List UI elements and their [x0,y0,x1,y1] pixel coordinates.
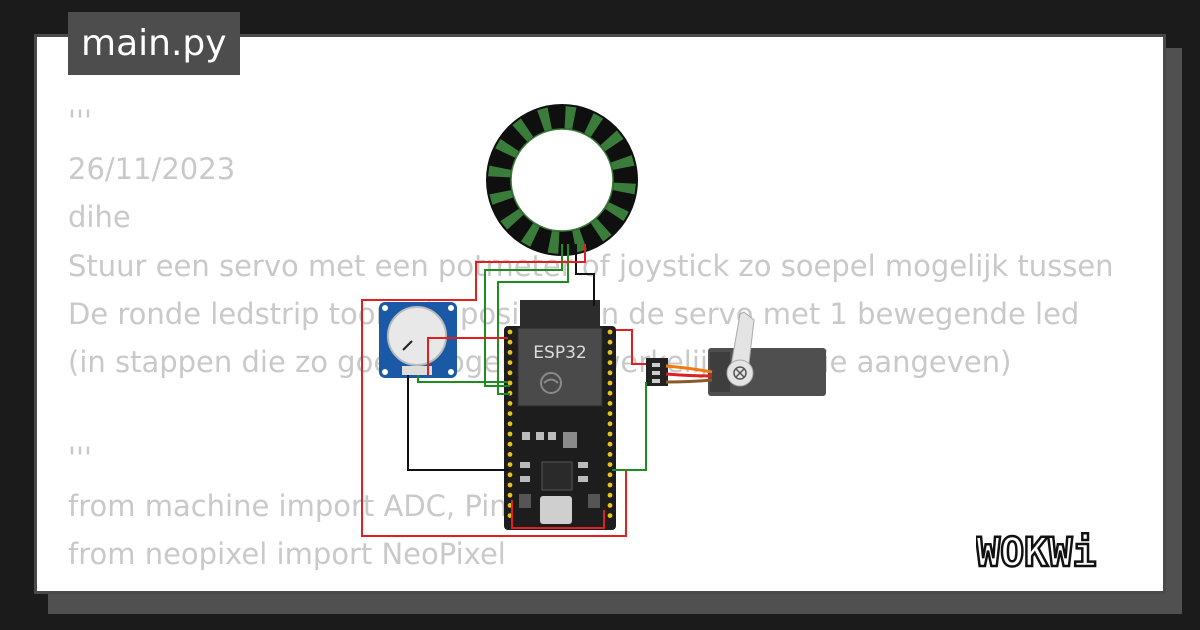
header-pin [507,441,513,447]
led-segment [537,107,552,132]
led-segment [564,106,577,129]
header-pin [607,513,613,518]
led-segment [495,138,519,158]
header-pin [507,339,513,345]
header-pin [607,441,613,447]
led-segment [512,118,534,142]
wires [361,244,713,537]
led-segment [610,155,635,170]
potentiometer[interactable] [379,302,457,378]
code-line: 26/11/2023 [68,152,236,186]
led-ring-inner [510,128,614,232]
code-line: from neopixel import NeoPixel [68,537,506,571]
code-line: Stuur een servo met een potmeter of joys… [68,249,1114,283]
header-pin [607,431,613,437]
header-pin [507,370,513,376]
usb-connector [540,496,572,524]
header-pin [507,452,513,457]
header-pin [507,421,513,427]
header-pin [607,462,613,467]
led-segment [600,130,624,152]
header-pin [607,503,613,508]
header-pin [507,411,513,416]
header-pin [607,452,613,457]
header-pin [507,472,513,478]
header-pin [607,329,613,335]
header-pin [607,360,613,365]
header-pin [507,401,513,406]
code-line: dihe [68,200,131,234]
led-segment [500,208,524,230]
header-pin [607,339,613,345]
led-segment [488,165,511,178]
header-pin [507,380,513,386]
header-pin [607,390,613,396]
wokwi-logo-icon: WOKWi [975,529,1098,578]
wokwi-logo-text: WOKWi [976,530,1096,576]
header-pin [607,350,613,355]
led-segment [584,113,604,137]
led-segment [605,202,629,222]
header-pin [607,401,613,406]
wokwi-logo: WOKWi [975,528,1151,580]
led-segment [489,190,514,205]
board-components [519,432,600,508]
led-ring-leds [488,106,636,254]
header-pin [507,462,513,467]
header-pin [607,492,613,498]
pin-header-right [607,329,613,518]
header-pin [607,380,613,386]
led-ring[interactable] [486,104,638,256]
esp32-board[interactable]: ESP32 [504,300,616,530]
header-pin [607,472,613,478]
servo-motor[interactable] [646,311,826,396]
header-pin [507,350,513,355]
header-pin [507,329,513,335]
code-line: ''' [68,104,92,138]
led-segment [547,231,560,254]
filename-tab[interactable]: main.py [68,12,240,75]
led-segment [590,218,612,242]
header-pin [507,360,513,365]
led-segment [520,223,540,247]
header-pin [507,482,513,488]
chip-label: ESP32 [533,343,586,363]
header-pin [607,482,613,488]
header-pin [607,370,613,376]
header-pin [507,431,513,437]
header-pin [507,492,513,498]
code-line: ''' [68,441,92,475]
espressif-logo-icon [540,372,562,394]
header-pin [607,411,613,416]
header-pin [607,421,613,427]
led-segment [613,182,636,195]
